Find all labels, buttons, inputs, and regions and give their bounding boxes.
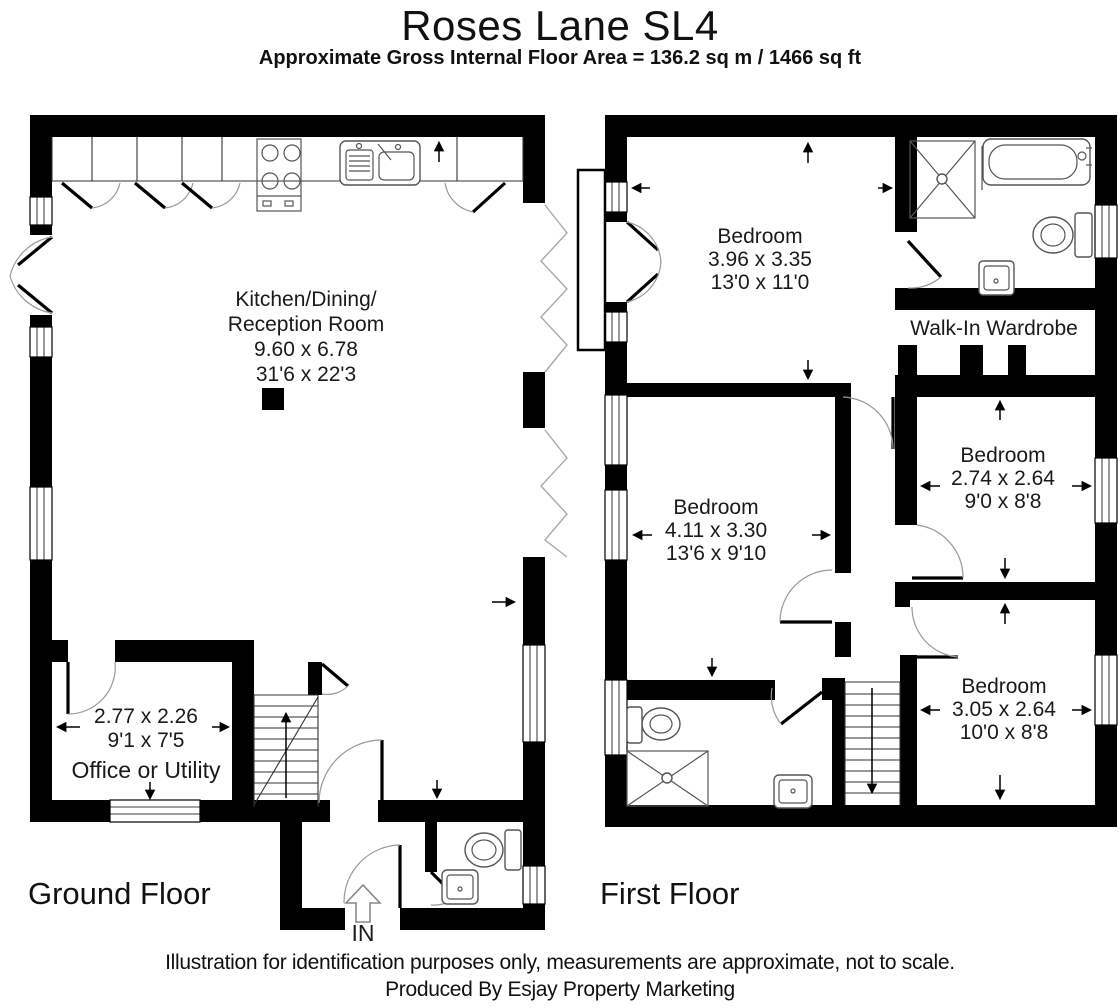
kitchen-dims-metric: 9.60 x 6.78 <box>254 338 358 361</box>
bedroom3-metric: 4.11 x 3.30 <box>665 519 767 542</box>
cupboard-door <box>320 662 350 696</box>
bedroom4-imperial: 10'0 x 8'8 <box>960 721 1049 744</box>
ensuite-shower-icon <box>626 750 709 807</box>
first-floor-walls <box>605 115 1117 827</box>
stove-icon <box>256 138 302 212</box>
floor-area-subtitle: Approximate Gross Internal Floor Area = … <box>258 47 862 69</box>
office-dims-imperial: 9'1 x 7'5 <box>108 729 185 752</box>
bedroom3-label: Bedroom 4.11 x 3.30 13'6 x 9'10 <box>665 496 767 565</box>
kitchen-room-label: Kitchen/Dining/ Reception Room 9.60 x 6.… <box>228 288 384 386</box>
bedroom3-name: Bedroom <box>673 496 758 519</box>
kitchen-name-line2: Reception Room <box>228 313 384 336</box>
office-dims-metric: 2.77 x 2.26 <box>94 705 198 728</box>
bedroom4-name: Bedroom <box>961 675 1046 698</box>
kitchen-pillar <box>262 388 284 410</box>
bathroom-basin-icon <box>978 260 1015 296</box>
bathroom-toilet-icon <box>1032 212 1093 258</box>
ground-dimension-arrows <box>55 140 517 801</box>
kitchen-dims-imperial: 31'6 x 22'3 <box>256 363 356 386</box>
bedroom2-label: Bedroom 2.74 x 2.64 9'0 x 8'8 <box>951 444 1055 513</box>
kitchen-name-line1: Kitchen/Dining/ <box>235 288 376 311</box>
bedroom3-imperial: 13'6 x 9'10 <box>666 542 766 565</box>
office-name: Office or Utility <box>71 757 221 783</box>
first-floor-windows <box>604 181 1118 756</box>
ground-floor-plan: Kitchen/Dining/ Reception Room 9.60 x 6.… <box>9 115 568 946</box>
bedroom4-metric: 3.05 x 2.64 <box>952 698 1056 721</box>
bedroom1-name: Bedroom <box>717 225 802 248</box>
first-floor-label: First Floor <box>600 876 740 911</box>
wc-basin-icon <box>441 869 479 905</box>
office-door <box>66 661 116 715</box>
ensuite-toilet-icon <box>626 706 681 744</box>
first-dimension-arrows <box>630 141 1093 801</box>
entrance-in-label: IN <box>352 920 375 946</box>
first-floor-plan: Bedroom 3.96 x 3.35 13'0 x 11'0 Walk-In … <box>576 115 1118 827</box>
bathtub-icon <box>982 138 1092 186</box>
bedroom1-metric: 3.96 x 3.35 <box>708 248 812 271</box>
staircase-ground <box>253 694 319 807</box>
ground-floor-walls <box>30 115 545 930</box>
staircase-first <box>844 681 901 805</box>
shower-icon <box>909 140 983 219</box>
bedroom2-name: Bedroom <box>960 444 1045 467</box>
bedroom1-label: Bedroom 3.96 x 3.35 13'0 x 11'0 <box>708 225 812 294</box>
producer-credit: Produced By Esjay Property Marketing <box>385 978 735 1001</box>
bifold-doors-icon <box>540 204 568 558</box>
disclaimer-text: Illustration for identification purposes… <box>165 951 955 974</box>
office-room-label: 2.77 x 2.26 9'1 x 7'5 Office or Utility <box>71 705 221 783</box>
bedroom2-imperial: 9'0 x 8'8 <box>965 490 1042 513</box>
bedroom1-imperial: 13'0 x 11'0 <box>711 271 810 294</box>
french-doors-ground <box>9 235 54 315</box>
kitchen-counter <box>51 137 524 214</box>
entrance-arrow-icon <box>344 883 382 923</box>
wardrobe-label: Walk-In Wardrobe <box>910 317 1078 340</box>
ensuite-basin-icon <box>773 774 813 809</box>
juliet-balcony <box>576 168 662 352</box>
ground-floor-windows <box>29 196 546 905</box>
wc-toilet-icon <box>464 829 522 871</box>
first-floor-doors <box>770 239 964 726</box>
kitchen-sink-icon <box>339 140 421 186</box>
page-title: Roses Lane SL4 <box>401 2 719 49</box>
bedroom2-metric: 2.74 x 2.64 <box>951 467 1055 490</box>
bedroom4-label: Bedroom 3.05 x 2.64 10'0 x 8'8 <box>952 675 1056 744</box>
ground-floor-label: Ground Floor <box>28 876 211 911</box>
